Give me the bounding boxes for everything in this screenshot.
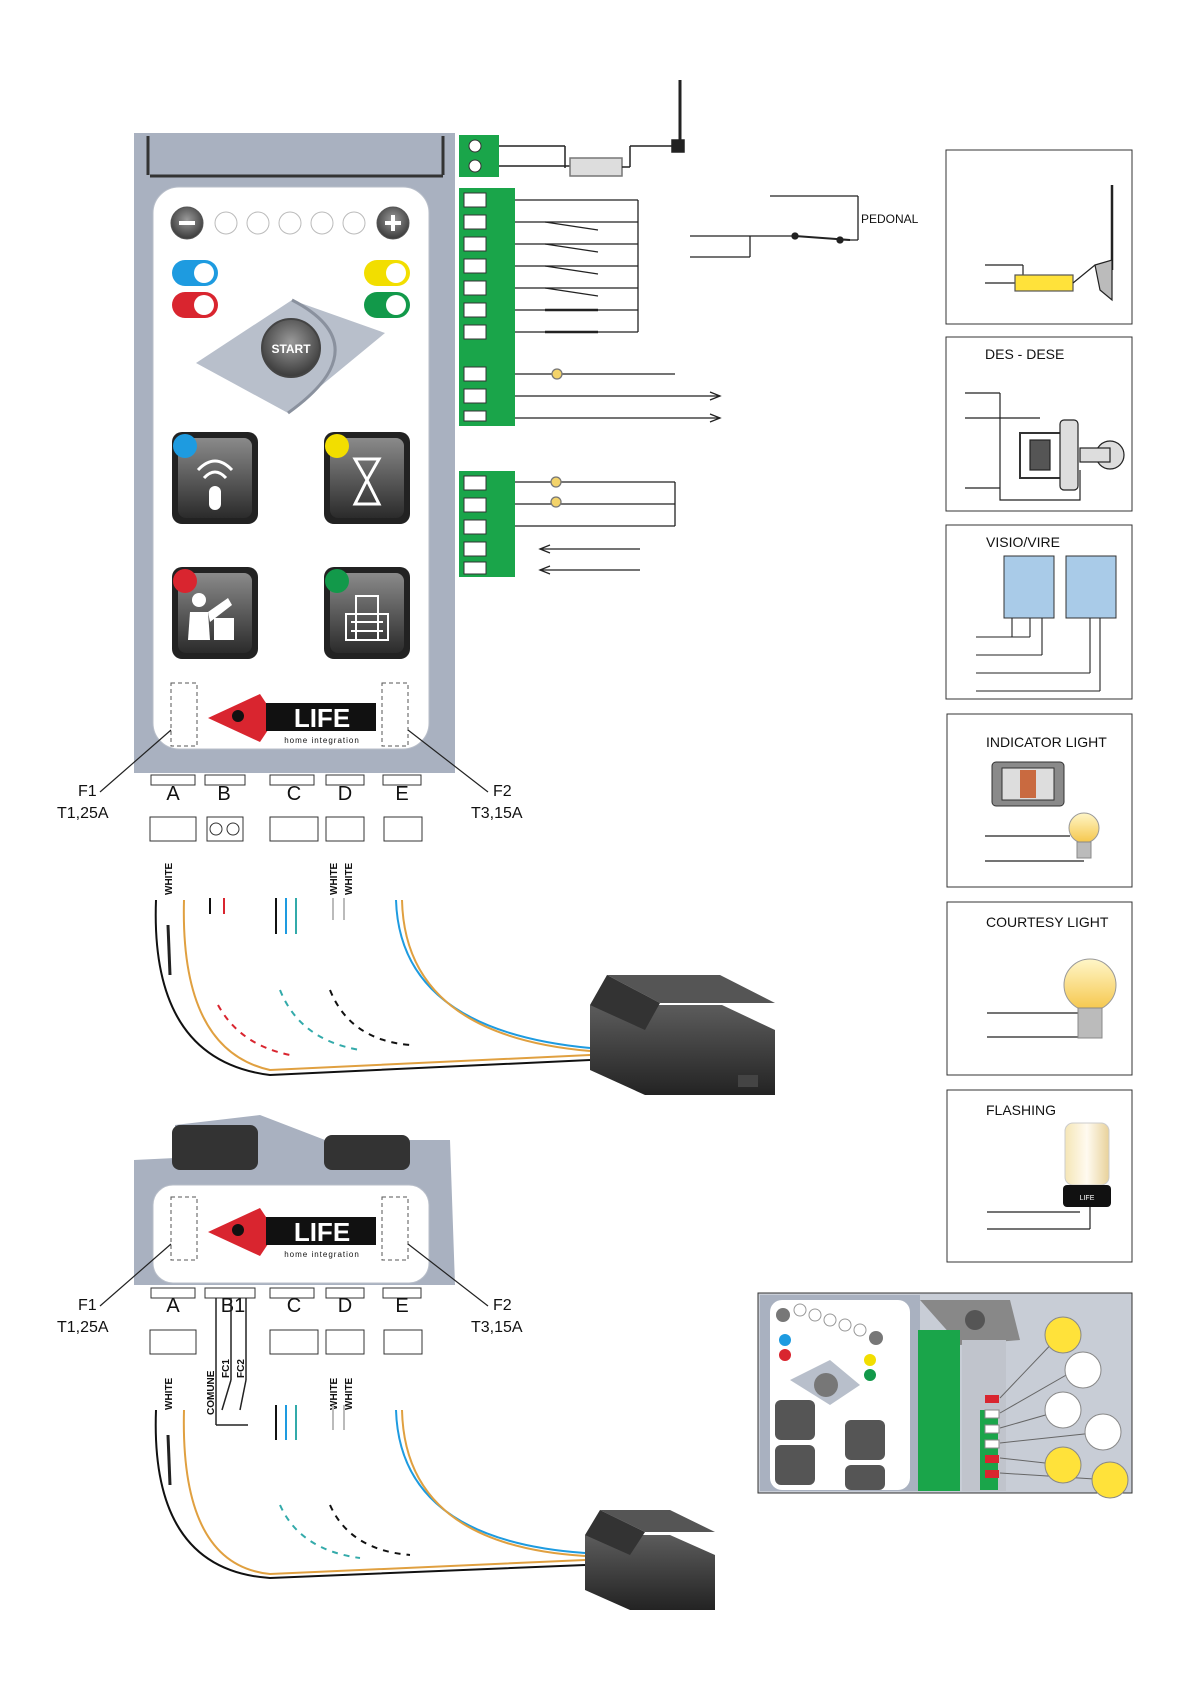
photocell-transmitter [1004, 556, 1054, 618]
connector-b1-label: B1 [221, 1295, 245, 1317]
wire-white-d2-bottom: WHITE [344, 1377, 355, 1410]
board-detail-panel [758, 1293, 1132, 1498]
f1-rating-bottom: T1,25A [57, 1319, 109, 1336]
timer-button[interactable] [324, 432, 410, 524]
connector-c2-label: C [287, 1295, 301, 1317]
pedonal-label: PEDONAL [861, 212, 919, 226]
f2-rating-bottom: T3,15A [471, 1319, 523, 1336]
f2-rating: T3,15A [471, 805, 523, 822]
flashing-brand: LIFE [1080, 1195, 1095, 1202]
f1-name: F1 [78, 783, 97, 800]
building-button[interactable] [324, 567, 410, 659]
f1-rating: T1,25A [57, 805, 109, 822]
start-label: START [271, 342, 311, 356]
pedonal-switch [690, 196, 858, 257]
courtesy-light-panel: COURTESY LIGHT [947, 902, 1132, 1075]
antenna [499, 80, 684, 176]
connector-e2-label: E [395, 1295, 408, 1317]
connector-d-label: D [338, 783, 352, 805]
visio-vire-panel: VISIO/VIRE [946, 525, 1132, 699]
connector-c-label: C [287, 783, 301, 805]
wires-bottom [156, 1405, 585, 1578]
flashing-panel: FLASHING LIFE [947, 1090, 1132, 1262]
svg-text:home integration: home integration [284, 736, 360, 745]
connector-b-label: B [217, 783, 230, 805]
des-dese-title: DES - DESE [985, 346, 1064, 362]
svg-text:LIFE: LIFE [294, 703, 350, 733]
f1-name-bottom: F1 [78, 1297, 97, 1314]
des-dese-panel: DES - DESE [946, 337, 1132, 511]
wire-white-d1-bottom: WHITE [329, 1377, 340, 1410]
indicator-light-title: INDICATOR LIGHT [986, 734, 1107, 750]
wires-top [156, 898, 590, 1075]
svg-text:home integration: home integration [284, 1250, 360, 1259]
wire-white-a-bottom: WHITE [164, 1377, 175, 1410]
connector-a-label: A [166, 783, 180, 805]
output-wiring [515, 477, 675, 574]
control-panel-bottom: LIFE home integration [134, 1115, 455, 1285]
visio-vire-title: VISIO/VIRE [986, 534, 1060, 550]
wire-white-a: WHITE [164, 862, 175, 895]
terminal-blocks-top [459, 135, 515, 577]
input-wiring [515, 200, 720, 422]
control-panel-top: START [134, 133, 455, 773]
f2-name-bottom: F2 [493, 1297, 512, 1314]
antenna-panel [946, 150, 1132, 324]
manual-button[interactable] [172, 567, 258, 659]
connector-e-label: E [395, 783, 408, 805]
wire-white-d1: WHITE [329, 862, 340, 895]
f2-name: F2 [493, 783, 512, 800]
flashing-title: FLASHING [986, 1102, 1056, 1118]
transformer-top [590, 975, 775, 1095]
courtesy-light-title: COURTESY LIGHT [986, 914, 1109, 930]
svg-text:LIFE: LIFE [294, 1217, 350, 1247]
wire-white-d2: WHITE [344, 862, 355, 895]
flashing-lamp: LIFE [1063, 1123, 1111, 1207]
photocell-receiver [1066, 556, 1116, 618]
connector-a2-label: A [166, 1295, 180, 1317]
transformer-bottom [585, 1510, 715, 1610]
remote-button[interactable] [172, 432, 258, 524]
indicator-light-panel: INDICATOR LIGHT [947, 714, 1132, 887]
connector-d2-label: D [338, 1295, 352, 1317]
minus-icon [179, 221, 195, 225]
